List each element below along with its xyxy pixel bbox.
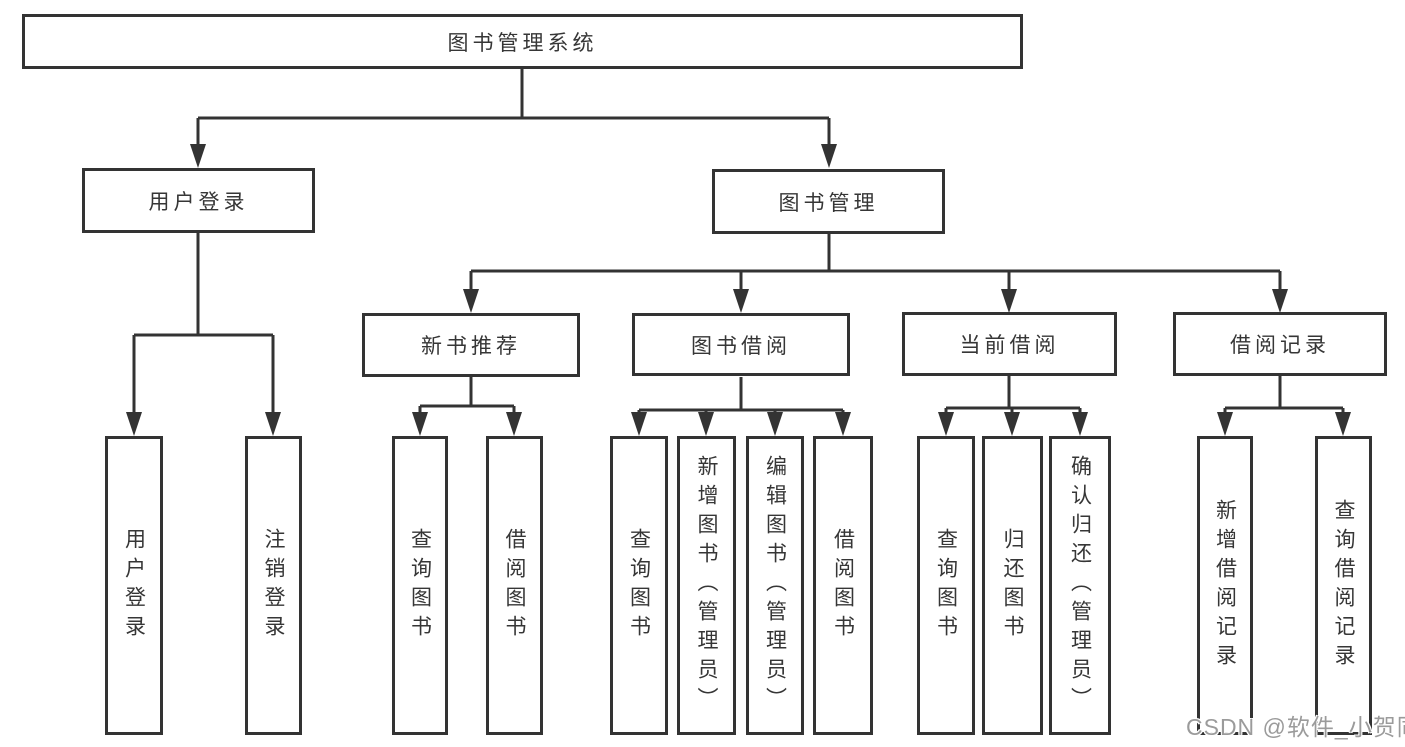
leaf-current-query-book: 查询图书	[917, 436, 975, 735]
leaf-add-borrow-record: 新增借阅记录	[1197, 436, 1253, 735]
leaf-return-book-label: 归还图书	[1001, 527, 1024, 644]
leaf-return-book: 归还图书	[982, 436, 1043, 735]
node-new-book-recommend-label: 新书推荐	[421, 335, 521, 358]
leaf-logout: 注销登录	[245, 436, 302, 735]
node-borrow-record-label: 借阅记录	[1230, 334, 1330, 357]
leaf-borrow-query-book: 查询图书	[610, 436, 668, 735]
leaf-borrow-book-label: 借阅图书	[831, 527, 855, 644]
node-borrow-record: 借阅记录	[1173, 312, 1387, 376]
leaf-query-borrow-record-label: 查询借阅记录	[1332, 498, 1355, 673]
node-book-borrow: 图书借阅	[632, 313, 850, 376]
node-user-login-label: 用户登录	[148, 190, 249, 214]
leaf-query-borrow-record: 查询借阅记录	[1315, 436, 1372, 735]
leaf-logout-label: 注销登录	[262, 527, 285, 644]
node-user-login: 用户登录	[82, 168, 315, 233]
leaf-borrow-book: 借阅图书	[813, 436, 873, 735]
leaf-confirm-return-admin-label: 确认归还（管理员）	[1068, 455, 1092, 716]
leaf-edit-book-admin-label: 编辑图书（管理员）	[763, 455, 787, 716]
leaf-newbook-query-book: 查询图书	[392, 436, 448, 735]
leaf-borrow-query-book-label: 查询图书	[627, 527, 651, 644]
leaf-edit-book-admin: 编辑图书（管理员）	[746, 436, 804, 735]
leaf-add-book-admin-label: 新增图书（管理员）	[695, 455, 718, 716]
leaf-newbook-borrow-book: 借阅图书	[486, 436, 543, 735]
csdn-watermark: CSDN @软件_小贺同学	[1186, 714, 1405, 740]
node-root: 图书管理系统	[22, 14, 1023, 69]
node-book-management-label: 图书管理	[778, 191, 879, 215]
node-root-label: 图书管理系统	[447, 31, 598, 55]
leaf-confirm-return-admin: 确认归还（管理员）	[1049, 436, 1111, 735]
node-book-management: 图书管理	[712, 169, 945, 234]
arrowheads	[126, 144, 1351, 436]
node-book-borrow-label: 图书借阅	[691, 334, 791, 358]
leaf-newbook-query-book-label: 查询图书	[408, 527, 432, 644]
leaf-newbook-borrow-book-label: 借阅图书	[503, 527, 526, 644]
leaf-user-login: 用户登录	[105, 436, 163, 735]
node-current-borrow: 当前借阅	[902, 312, 1117, 376]
leaf-current-query-book-label: 查询图书	[934, 527, 958, 644]
node-current-borrow-label: 当前借阅	[959, 334, 1060, 357]
leaf-add-borrow-record-label: 新增借阅记录	[1213, 498, 1237, 673]
leaf-add-book-admin: 新增图书（管理员）	[677, 436, 736, 735]
leaf-user-login-label: 用户登录	[122, 527, 146, 644]
node-new-book-recommend: 新书推荐	[362, 313, 580, 377]
